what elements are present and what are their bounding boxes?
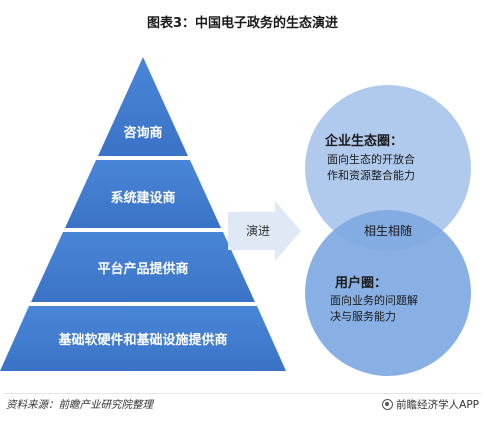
pyramid-tier-2 <box>65 160 221 228</box>
source-note: 资料来源：前瞻产业研究院整理 <box>6 399 153 411</box>
pyramid-tier-1-label: 咨询商 <box>123 125 162 141</box>
pyramid-tier-3-label: 平台产品提供商 <box>97 261 188 277</box>
user-circle-desc-line-2: 决与服务能力 <box>330 309 396 323</box>
pyramid-tier-4-label: 基础软硬件和基础设施提供商 <box>57 332 227 348</box>
footer-divider <box>4 393 481 394</box>
enterprise-ecosystem-title: 企业生态圈： <box>324 133 403 149</box>
enterprise-ecosystem-desc-line-1: 面向生态的开放合 <box>327 152 415 166</box>
user-circle-desc-line-1: 面向业务的问题解 <box>330 293 418 307</box>
evolution-arrow-label: 演进 <box>246 223 270 238</box>
enterprise-ecosystem-circle <box>305 85 471 251</box>
overlap-label: 相生相随 <box>364 223 412 238</box>
user-circle <box>305 210 471 376</box>
user-circle-title: 用户圈： <box>334 275 387 291</box>
footer: 资料来源：前瞻产业研究院整理 前瞻经济学人APP <box>6 397 479 415</box>
brand-logo-icon <box>382 399 394 410</box>
brand: 前瞻经济学人APP <box>382 397 479 412</box>
enterprise-ecosystem-desc-line-2: 作和资源整合能力 <box>327 168 415 182</box>
pyramid-tier-4 <box>0 306 286 371</box>
evolution-arrow <box>228 201 301 261</box>
brand-name: 前瞻经济学人APP <box>396 399 479 411</box>
pyramid-tier-3 <box>31 232 255 302</box>
pyramid-tier-2-label: 系统建设商 <box>110 190 175 206</box>
pyramid-tier-1 <box>98 57 188 156</box>
figure-title: 图表3：中国电子政务的生态演进 <box>146 16 339 31</box>
